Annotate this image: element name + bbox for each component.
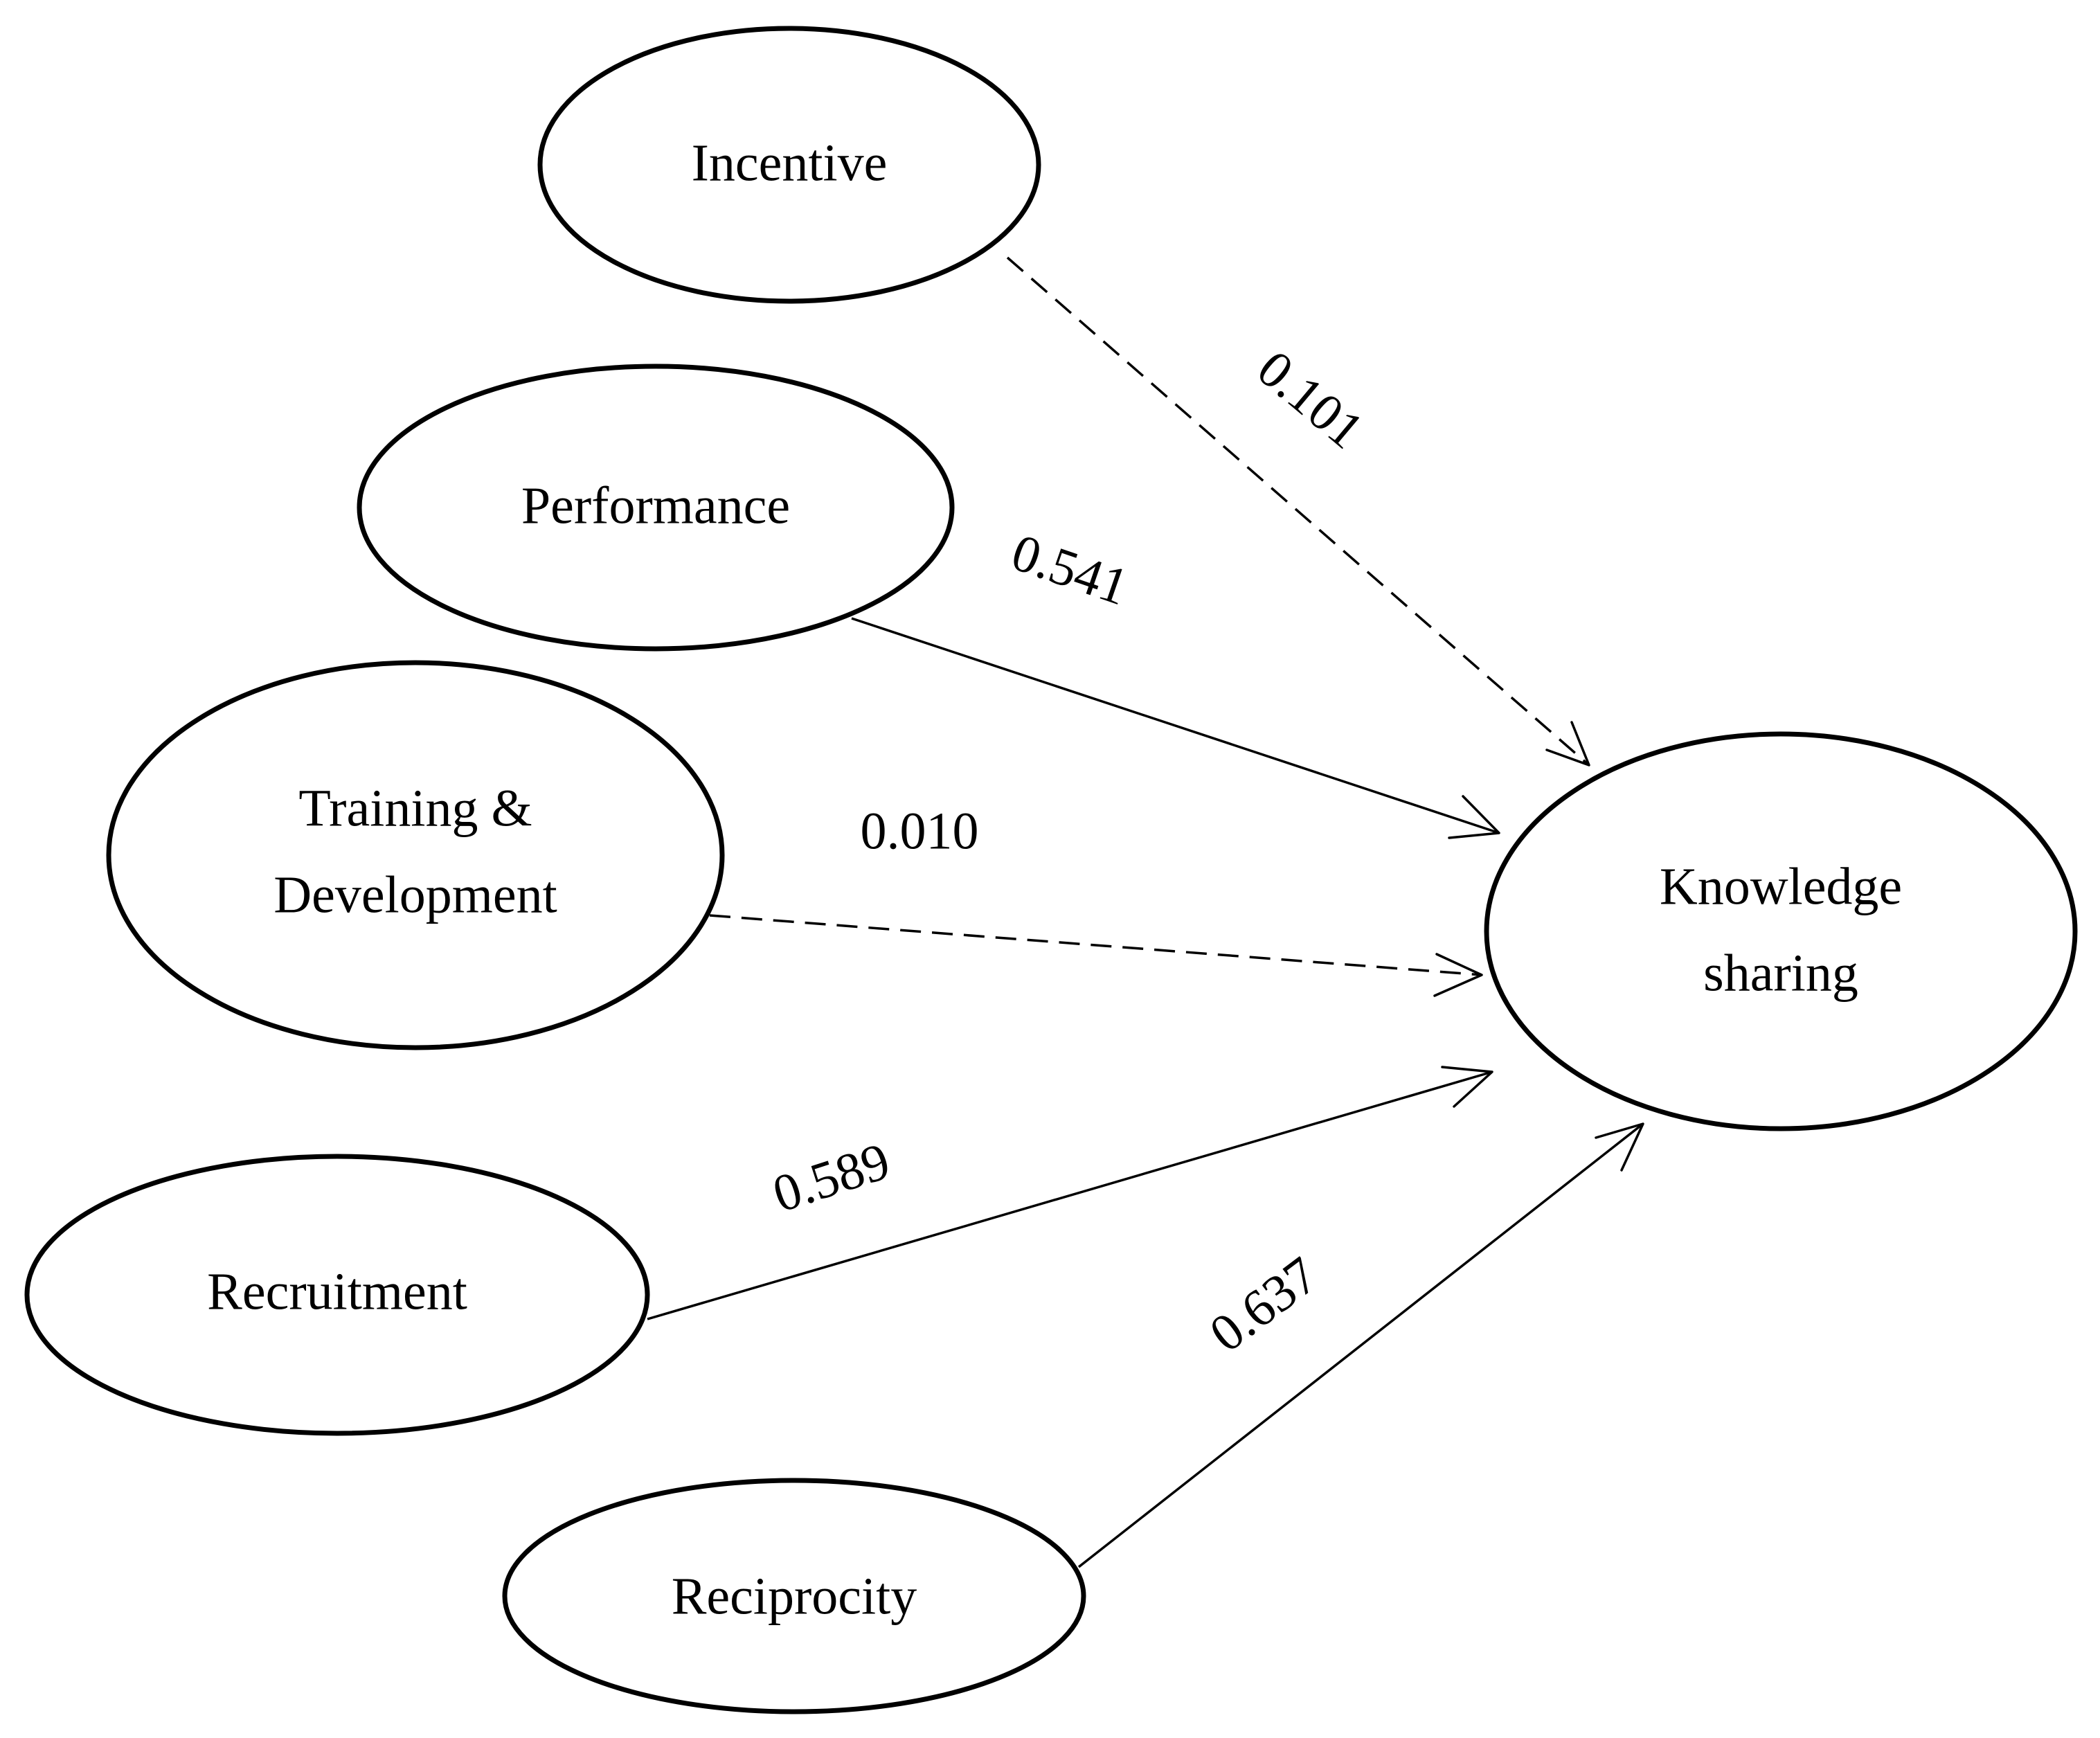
node-performance-label: Performance [521,476,790,535]
edge-recruitment: 0.589 [647,1066,1493,1320]
node-recruitment-label: Recruitment [207,1262,467,1320]
node-training-development-ellipse [106,660,725,1050]
node-performance-ellipse [357,364,955,652]
edge-incentive: 0.101 [1006,256,1590,767]
node-knowledge-sharing: Knowledge sharing [1484,731,2078,1131]
edge-performance-arrowhead [1448,795,1500,839]
node-knowledge-sharing-label-line-1: Knowledge [1660,857,1902,915]
edge-reciprocity-line [1077,1122,1644,1568]
edge-reciprocity-coefficient: 0.637 [1199,1246,1329,1363]
edge-incentive-line [1006,256,1590,767]
node-incentive: Incentive [537,26,1041,304]
node-reciprocity: Reciprocity [502,1478,1086,1714]
edge-performance: 0.541 [851,523,1500,839]
edge-training-line [709,914,1482,976]
edge-training: 0.010 [709,802,1483,997]
edge-recruitment-coefficient: 0.589 [766,1131,897,1224]
node-training-development: Training & Development [106,660,725,1050]
node-knowledge-sharing-label-line-2: sharing [1703,944,1858,1002]
edge-recruitment-line [647,1070,1493,1320]
node-knowledge-sharing-ellipse [1484,731,2078,1131]
node-incentive-ellipse [537,26,1041,304]
node-incentive-label: Incentive [692,134,888,192]
node-training-development-label-line-2: Development [273,866,557,924]
node-training-development-label-line-1: Training & [298,779,532,837]
edge-training-coefficient: 0.010 [861,802,979,860]
node-reciprocity-ellipse [502,1478,1086,1714]
node-recruitment-ellipse [24,1154,650,1436]
node-performance: Performance [357,364,955,652]
edge-performance-line [851,617,1500,834]
node-recruitment: Recruitment [24,1154,650,1436]
edge-recruitment-arrowhead [1441,1066,1493,1108]
edge-training-arrowhead [1433,953,1483,997]
edge-performance-coefficient: 0.541 [1005,523,1136,616]
edge-incentive-arrowhead [1545,721,1590,767]
edge-reciprocity: 0.637 [1077,1122,1644,1568]
edge-incentive-coefficient: 0.101 [1246,339,1374,460]
node-reciprocity-label: Reciprocity [672,1567,917,1625]
edge-reciprocity-arrowhead [1595,1122,1644,1172]
